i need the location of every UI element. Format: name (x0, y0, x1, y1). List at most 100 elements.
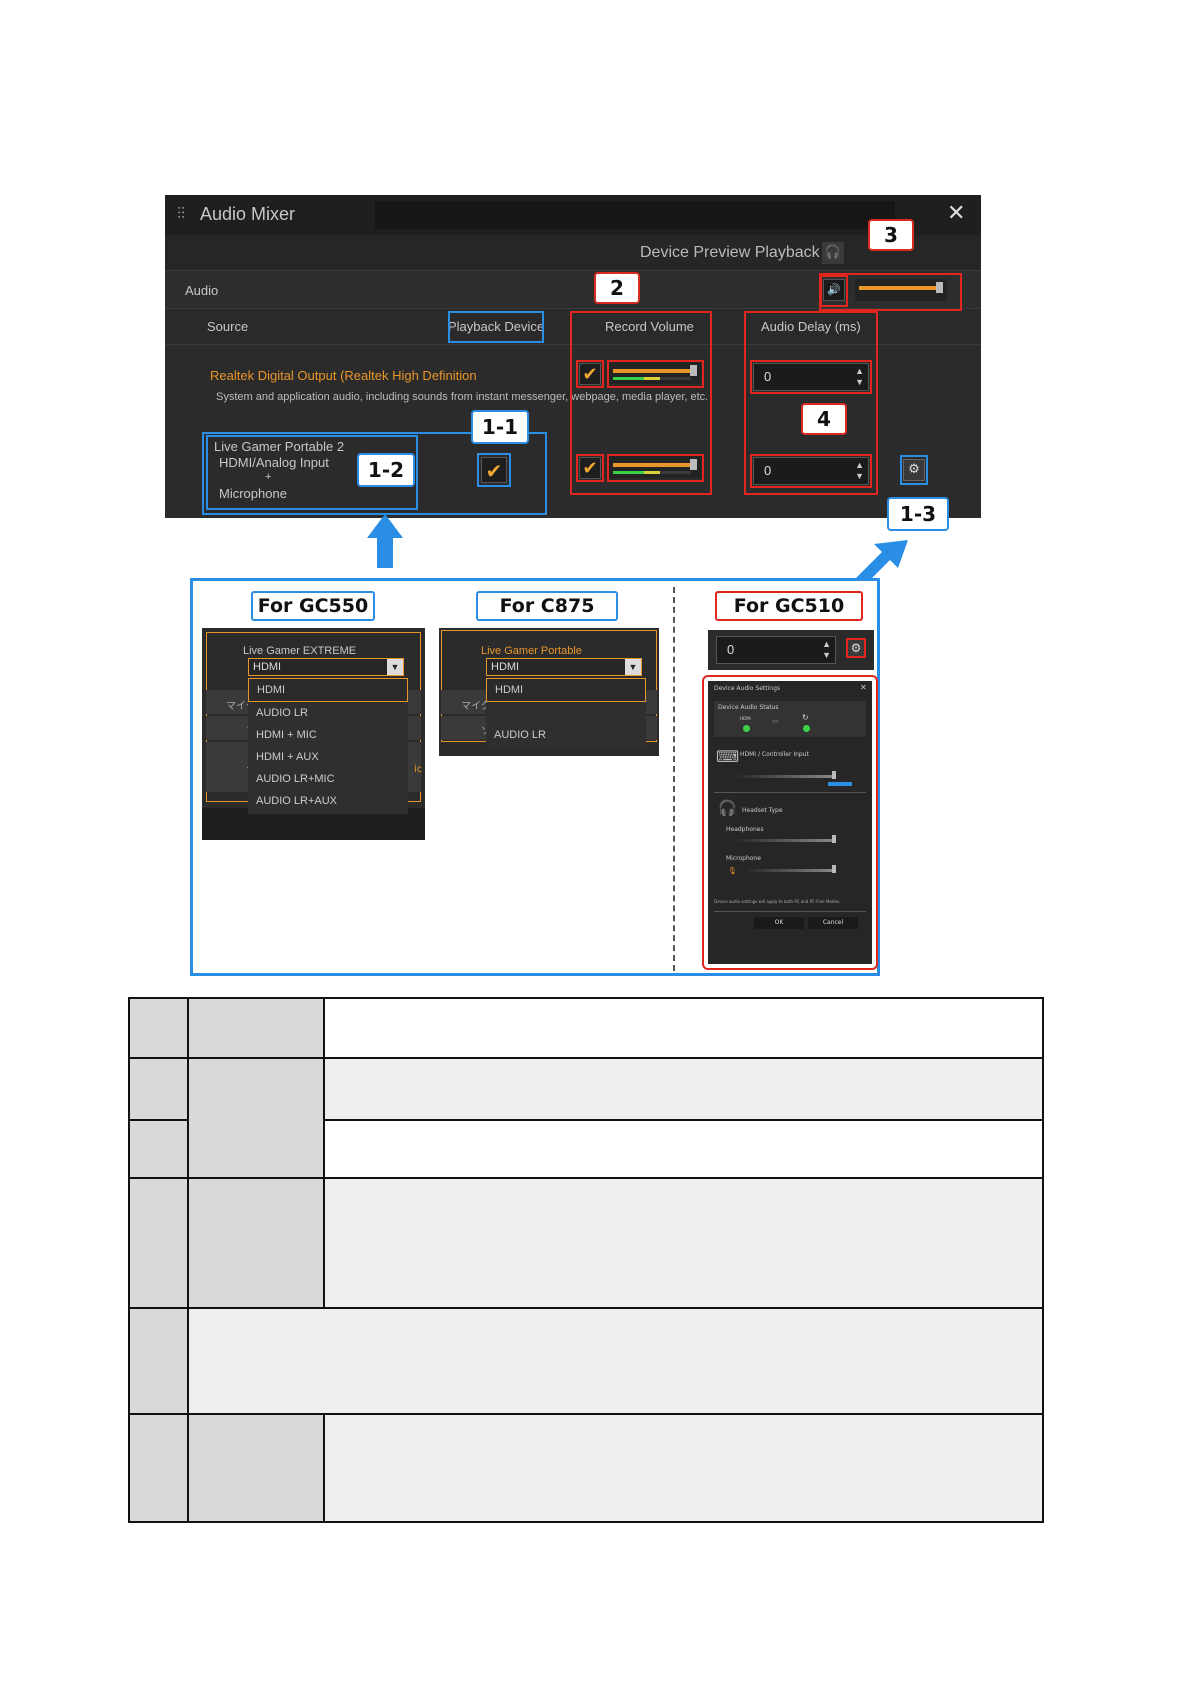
hdmi-link-text[interactable] (828, 782, 852, 786)
speaker-icon[interactable]: 🔊 (823, 279, 845, 301)
table-cell-number (128, 997, 189, 1059)
gc550-option[interactable]: AUDIO LR+AUX (256, 795, 337, 807)
device-options-panel: For GC550 マイク ソ マ ic Live Gamer EXTREME … (190, 578, 880, 976)
gc550-option[interactable]: HDMI + MIC (256, 729, 317, 741)
hdmi-slider-knob[interactable] (832, 771, 836, 779)
table-row (128, 1177, 1044, 1309)
source-device-highlight (202, 432, 547, 515)
title-bar-strip (375, 201, 895, 229)
gc550-device-name: Live Gamer EXTREME (243, 645, 357, 657)
realtek-audio-delay-input[interactable]: 0 ▲▼ (753, 363, 869, 391)
gc550-side-text: マイク (226, 701, 256, 712)
gc550-dropdown[interactable]: HDMI ▼ (248, 658, 404, 676)
table-cell-item (187, 1413, 325, 1523)
gc550-side-text-4: ic (414, 764, 423, 775)
controller-icon: ⌨ (716, 747, 740, 766)
table-cell-number (128, 1057, 189, 1121)
mixer-title: Audio Mixer (200, 204, 296, 224)
callout-1-2: 1-2 (357, 453, 415, 487)
headset-type-label: Headset Type (742, 807, 783, 814)
table-cell-description (187, 1307, 1044, 1415)
callout-3: 3 (868, 219, 914, 251)
callout-1-3: 1-3 (887, 497, 949, 531)
gc550-dropdown-list: HDMI AUDIO LR HDMI + MIC HDMI + AUX AUDI… (248, 678, 408, 814)
gc550-option[interactable]: HDMI (248, 678, 408, 702)
gc550-option[interactable]: AUDIO LR (256, 707, 308, 719)
delay-spinner-icon[interactable]: ▲▼ (822, 639, 831, 660)
table-row (128, 1119, 1044, 1179)
realtek-delay-highlight (750, 360, 872, 394)
callout-4: 4 (801, 403, 847, 435)
gc550-option[interactable]: HDMI + AUX (256, 751, 319, 763)
record-volume-header: Record Volume (605, 319, 694, 334)
status-sync-icon: ↻ (802, 713, 809, 722)
status-sync-led-icon (803, 725, 810, 732)
gc510-tag: For GC510 (715, 591, 863, 621)
source-name-highlight (206, 435, 418, 510)
status-controller-icon: ▭ (772, 717, 779, 725)
headphones-icon[interactable]: 🎧 (822, 242, 844, 264)
c875-screenshot: マイク ソ Live Gamer Portable HDMI ▼ HDMI AU… (439, 628, 659, 756)
c875-device-name: Live Gamer Portable (481, 645, 582, 657)
headset-icon: 🎧 (718, 799, 737, 817)
c875-option[interactable]: HDMI (486, 678, 646, 702)
table-cell-description (323, 1057, 1044, 1121)
playback-device-header[interactable]: Playback Device (448, 319, 545, 334)
close-icon[interactable]: ✕ (947, 201, 966, 226)
dialog-note: Device audio settings will apply to both… (714, 899, 841, 904)
lgp2-delay-highlight (750, 454, 872, 488)
audio-delay-header: Audio Delay (ms) (761, 319, 861, 334)
gear-icon[interactable]: ⚙ (846, 638, 866, 658)
c875-option[interactable]: AUDIO LR (494, 729, 546, 741)
master-volume-slider[interactable] (855, 279, 947, 301)
table-cell-number (128, 1413, 189, 1523)
table-cell-item (187, 1057, 325, 1179)
lgp2-record-volume-slider[interactable] (609, 456, 701, 478)
c875-dropdown[interactable]: HDMI ▼ (486, 658, 642, 676)
table-cell-description (323, 1119, 1044, 1179)
lgp2-record-checkbox[interactable]: ✔ (579, 457, 601, 479)
playback-device-highlight (448, 311, 544, 343)
lgp2-playback-checkbox[interactable]: ✔ (481, 457, 507, 483)
realtek-description: System and application audio, including … (216, 391, 709, 403)
table-row (128, 1057, 1044, 1179)
gc550-tag: For GC550 (251, 591, 375, 621)
table-cell-description (323, 997, 1044, 1059)
cancel-button[interactable]: Cancel (808, 917, 858, 929)
callout-1-1: 1-1 (471, 410, 529, 444)
gc550-screenshot: マイク ソ マ ic Live Gamer EXTREME HDMI ▼ HDM… (202, 628, 425, 840)
microphone-volume-slider[interactable] (742, 869, 834, 872)
gc510-dialog: Device Audio Settings ✕ Device Audio Sta… (708, 681, 872, 964)
hdmi-volume-slider[interactable] (730, 775, 834, 778)
microphone-slider-knob[interactable] (832, 865, 836, 873)
table-cell-description (323, 1177, 1044, 1309)
c875-dropdown-list: HDMI AUDIO LR (486, 678, 646, 748)
arrow-up-right-icon (852, 540, 908, 590)
delay-spinner-icon[interactable]: ▲▼ (855, 366, 864, 387)
audio-label: Audio (185, 283, 219, 298)
gc510-delay-input[interactable]: 0 ▲▼ (716, 636, 836, 664)
column-header-row: Source Playback Device Record Volume Aud… (165, 309, 981, 345)
c875-tag: For C875 (476, 591, 618, 621)
headphones-slider-knob[interactable] (832, 835, 836, 843)
lgp2-name-line1: Live Gamer Portable 2 (214, 439, 345, 454)
status-hdmi-icon (743, 725, 750, 732)
description-table (128, 997, 1044, 1523)
delay-spinner-icon[interactable]: ▲▼ (855, 460, 864, 481)
gear-icon[interactable]: ⚙ (903, 459, 925, 481)
hdmi-input-label: HDMI / Controller Input (740, 751, 809, 758)
close-icon[interactable]: ✕ (860, 683, 867, 692)
audio-row: Audio 🔊 (165, 271, 981, 309)
lgp2-name-line3: + (265, 471, 272, 483)
gc510-delay-strip: 0 ▲▼ ⚙ (708, 630, 874, 670)
realtek-record-checkbox[interactable]: ✔ (579, 363, 601, 385)
headphones-volume-slider[interactable] (730, 839, 834, 842)
table-row (128, 1413, 1044, 1523)
mixer-title-bar: ⫶⫶ Audio Mixer ✕ (165, 195, 981, 235)
ok-button[interactable]: OK (754, 917, 804, 929)
lgp2-audio-delay-input[interactable]: 0 ▲▼ (753, 457, 869, 485)
options-divider (673, 587, 675, 971)
gc550-option[interactable]: AUDIO LR+MIC (256, 773, 335, 785)
realtek-record-volume-slider[interactable] (609, 362, 701, 384)
mixer-icon: ⫶⫶ (177, 204, 186, 223)
